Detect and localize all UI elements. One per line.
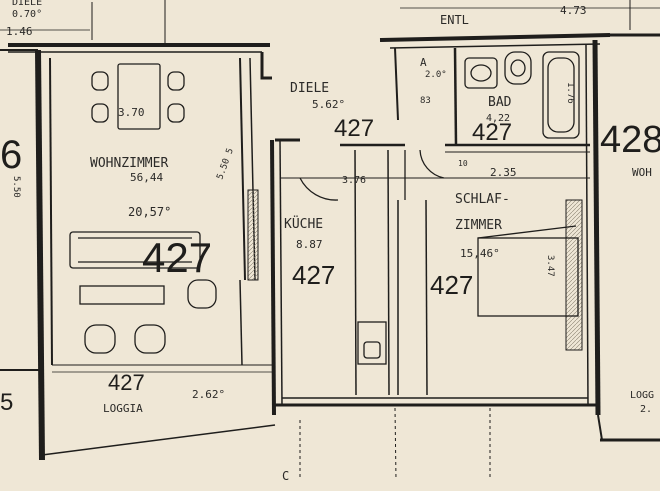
room-area-kueche: 8.87 — [296, 238, 323, 251]
door-arc — [299, 177, 339, 201]
unit-number-wohnzimmer: 427 — [142, 234, 212, 281]
chair — [167, 103, 185, 123]
walls — [0, 0, 660, 481]
armchair — [187, 279, 217, 309]
chair — [91, 103, 109, 123]
room-area-bad: 4,22 — [486, 113, 510, 124]
dim-1-46: 1.46 — [6, 25, 33, 38]
neighbor-loggia-value: 2. — [640, 404, 652, 415]
unit-number-diele: 427 — [334, 115, 374, 142]
room-name-wohnzimmer: WOHNZIMMER — [90, 156, 168, 171]
dim-83: 83 — [420, 96, 431, 106]
room-labels: WOHNZIMMER 56,44 20,57° 427 DIELE 5.62° … — [90, 81, 512, 415]
left-neighbor-digit-bottom: 5 — [0, 389, 13, 416]
dim-1-76: 1.76 — [565, 82, 575, 104]
a-value: 2.0° — [425, 70, 447, 80]
diele-top-value: 0.70° — [12, 9, 42, 20]
room-name-bad: BAD — [488, 95, 512, 110]
dining-table — [117, 63, 161, 130]
neighbor-loggia-label: LOGG — [630, 390, 654, 401]
room-area-diele: 5.62° — [312, 98, 345, 111]
a-label: A — [420, 56, 427, 69]
room-area-wohnzimmer: 56,44 — [130, 171, 163, 184]
unit-number-kueche: 427 — [292, 260, 335, 290]
room-size-wohnzimmer: 20,57° — [128, 205, 171, 219]
hatched-wall-right — [565, 199, 583, 351]
room-name-loggia: LOGGIA — [103, 402, 143, 415]
dim-2-35: 2.35 — [490, 166, 517, 179]
unit-number-schlafzimmer: 427 — [430, 270, 473, 300]
entl-label: ENTL — [440, 13, 469, 27]
sink — [464, 57, 498, 89]
chair — [91, 71, 109, 91]
door-arc — [419, 149, 445, 179]
bottom-c-label: C — [282, 469, 289, 483]
hatched-wall — [247, 189, 259, 281]
room-area-loggia: 2.62° — [192, 388, 225, 401]
room-name-schlafzimmer-2: ZIMMER — [455, 218, 502, 233]
bed — [477, 237, 579, 317]
armchair — [134, 324, 166, 354]
furniture — [69, 51, 580, 365]
dim-3-47: 3.47 — [545, 255, 555, 277]
neighbor-room-label: WOH — [632, 166, 652, 179]
dim-5-50-left: 5.50 — [11, 176, 21, 198]
bathtub — [542, 51, 580, 139]
room-name-kueche: KÜCHE — [284, 215, 323, 232]
diele-top-label: DIELE — [12, 0, 42, 8]
neighbor-unit-number: 428 — [600, 119, 660, 161]
kitchen-sink — [357, 321, 387, 365]
sofa — [69, 231, 201, 269]
unit-number-loggia: 427 — [108, 370, 145, 395]
room-name-diele: DIELE — [290, 81, 329, 96]
dim-3-76: 3.76 — [342, 175, 366, 186]
chair — [167, 71, 185, 91]
left-neighbor-digit: 6 — [0, 133, 22, 177]
armchair — [84, 324, 116, 354]
dim-10: 10 — [458, 159, 468, 168]
toilet — [504, 51, 532, 85]
room-name-schlafzimmer-1: SCHLAF- — [455, 192, 510, 207]
dim-4-73: 4.73 — [560, 4, 587, 17]
unit-number-bad: 427 — [472, 119, 512, 146]
room-area-schlafzimmer: 15,46° — [460, 247, 500, 260]
dim-3-70: 3.70 — [118, 106, 145, 119]
coffee-table — [79, 285, 165, 305]
